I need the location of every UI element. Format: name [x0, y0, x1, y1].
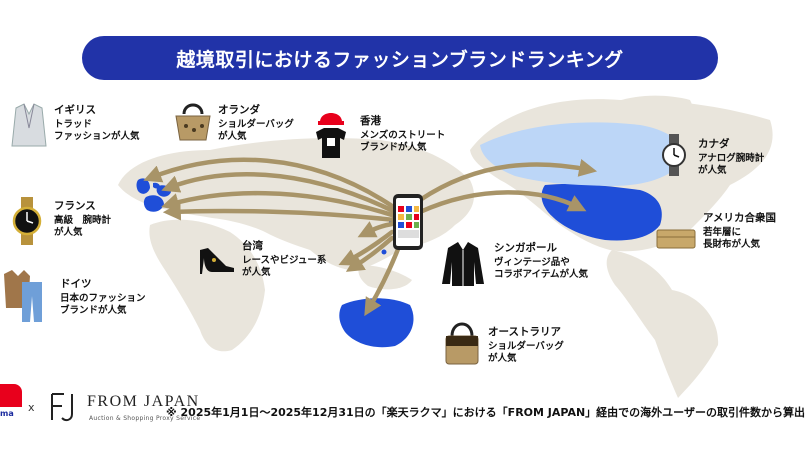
market-description: レースやビジュー系 が人気: [242, 255, 327, 278]
market-country: イギリス: [54, 104, 96, 116]
market-country: カナダ: [698, 138, 730, 150]
market-description: トラッド ファッションが人気: [54, 119, 140, 142]
market-germany: ドイツ 日本のファッション ブランドが人気: [60, 278, 146, 317]
market-country: オーストラリア: [488, 326, 561, 338]
arrow-to-netherlands: [161, 172, 398, 215]
market-hongkong: 香港 メンズのストリート ブランドが人気: [360, 115, 445, 154]
netherlands-region: [153, 182, 160, 189]
arrow-to-australia: [364, 241, 403, 317]
arrow-to-france: [161, 190, 398, 219]
long-wallet-icon: [656, 229, 696, 249]
market-country: アメリカ合衆国: [703, 212, 776, 224]
market-description: ショルダーバッグ が人気: [488, 341, 564, 364]
collab-times-sign: x: [28, 401, 35, 414]
market-australia: オーストラリア ショルダーバッグ が人気: [488, 326, 564, 365]
flow-arrows: [143, 157, 598, 317]
arrow-to-usa: [417, 190, 587, 215]
arrow-to-singapore: [345, 235, 395, 272]
market-france: フランス 高級 腕時計 が人気: [54, 200, 111, 239]
market-taiwan: 台湾 レースやビジュー系 が人気: [242, 240, 326, 279]
jacket-and-jeans-icon: [4, 270, 42, 322]
rakuma-logo-text: ma: [0, 407, 22, 420]
market-description: メンズのストリート ブランドが人気: [360, 130, 446, 153]
page-title: 越境取引におけるファッションブランドランキング: [82, 36, 718, 80]
market-country: オランダ: [218, 104, 260, 116]
cap-and-tshirt-icon: [316, 113, 346, 158]
shoulder-bag-icon: [445, 322, 479, 365]
vintage-jacket-icon: [442, 242, 484, 286]
market-description: ショルダーバッグ が人気: [218, 119, 294, 142]
analog-watch-icon: [662, 134, 686, 176]
market-country: 香港: [360, 115, 381, 127]
market-netherlands: オランダ ショルダーバッグ が人気: [218, 104, 294, 143]
market-country: 台湾: [242, 240, 263, 252]
market-usa: アメリカ合衆国 若年層に 長財布が人気: [703, 212, 776, 251]
rakuma-logo: ma: [0, 384, 22, 420]
suit-jacket-icon: [11, 103, 47, 147]
market-description: アナログ腕時計 が人気: [698, 153, 765, 176]
arrow-to-canada: [417, 159, 598, 203]
monogram-handbag-icon: [175, 103, 211, 141]
market-country: シンガポール: [494, 242, 557, 254]
phone-hub: [393, 194, 423, 250]
market-country: ドイツ: [60, 278, 92, 290]
market-canada: カナダ アナログ腕時計 が人気: [698, 138, 764, 177]
arrow-to-uk: [143, 157, 398, 211]
luxury-watch-icon: [12, 197, 42, 245]
market-uk: イギリス トラッド ファッションが人気: [54, 104, 140, 143]
fromjapan-tagline: Auction & Shopping Proxy Service: [89, 415, 201, 422]
usa-region: [541, 183, 662, 241]
singapore-dot: [381, 249, 387, 255]
market-description: ヴィンテージ品や コラボアイテムが人気: [494, 257, 589, 280]
arrow-to-germany: [162, 202, 398, 223]
fromjapan-name: FROM JAPAN: [87, 393, 200, 410]
market-singapore: シンガポール ヴィンテージ品や コラボアイテムが人気: [494, 242, 588, 281]
high-heel-shoe-icon: [200, 248, 234, 274]
canada-region: [480, 122, 683, 186]
market-country: フランス: [54, 200, 96, 212]
australia-region: [339, 298, 414, 348]
arrow-to-hongkong: [357, 221, 395, 238]
fromjapan-logo-mark: [51, 393, 73, 422]
market-description: 日本のファッション ブランドが人気: [60, 293, 146, 316]
market-description: 若年層に 長財布が人気: [703, 227, 761, 250]
footnote: ※ 2025年1月1日〜2025年12月31日の「楽天ラクマ」における「FROM…: [166, 406, 805, 419]
france-region: [143, 195, 164, 212]
market-description: 高級 腕時計 が人気: [54, 215, 112, 238]
